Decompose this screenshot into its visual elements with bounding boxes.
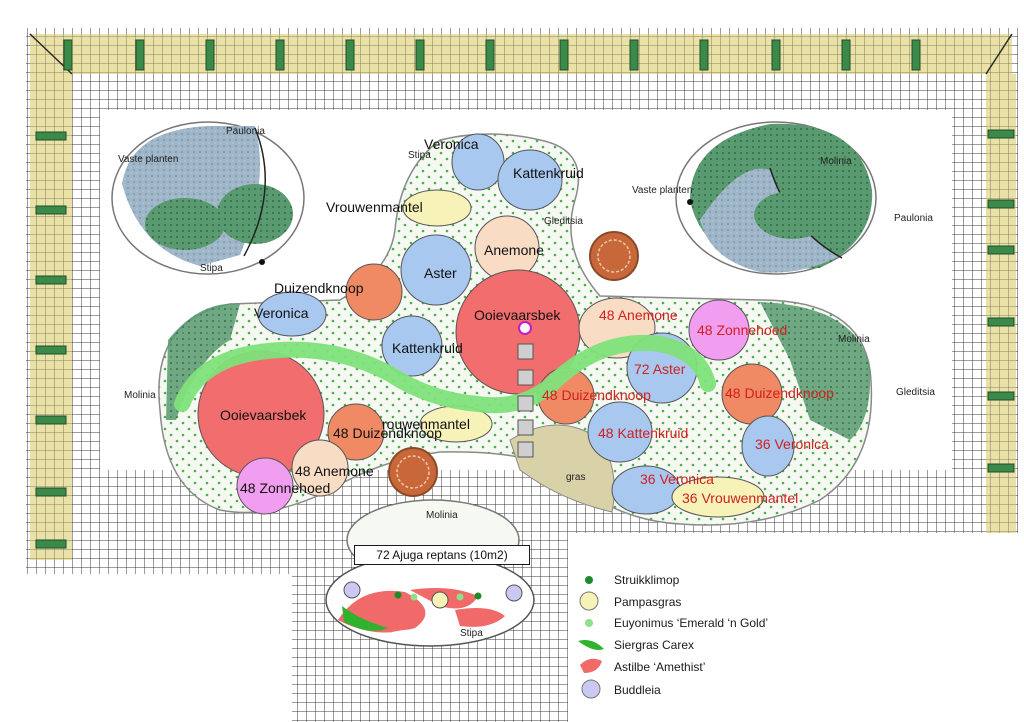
hedge-markers [35,39,1015,549]
legend-symbol-pampasgras [579,591,599,611]
plant-kattenkruid-center [381,315,443,377]
plant-zonnehoed-left [236,457,294,515]
legend-label-siergras-carex: Siergras Carex [614,638,695,652]
gras-patch [509,424,615,513]
garden-path [174,334,716,414]
plant-duizendknoop-right [721,363,783,425]
plant-veronica-bottom [611,465,681,515]
plant-vrouwenmantel-bottom [671,476,765,518]
legend-label-astilbe: Astilbe ‘Amethist’ [614,660,706,674]
border-left [30,74,72,560]
legend-symbols [578,576,604,699]
plant-pot-bottom [388,447,438,497]
plant-pot-top [589,231,639,281]
plant-veronica-top [451,133,505,191]
plant-anemone-top [474,215,540,281]
plant-veronica-left [257,291,327,337]
border-top [30,34,1012,74]
legend-symbol-siergras-carex [578,640,604,650]
stepping-stones [517,321,534,458]
legend-label-struikklimop: Struikklimop [614,573,680,587]
legend-label-buddleia: Buddleia [614,683,661,697]
plant-vrouwenmantel-top [402,189,472,227]
legend: Struikklimop Pampasgras Euyonimus ‘Emera… [568,533,1024,722]
legend-label-pampasgras: Pampasgras [614,595,682,609]
legend-symbol-struikklimop [585,576,593,584]
plant-kattenkruid-top [497,149,563,211]
lawn-oval-right [675,121,877,275]
plant-duizendknoop-left [327,403,385,461]
legend-symbol-euyonimus [585,619,593,627]
plant-duizendknoop-top [345,263,403,321]
bed-corner-right [760,302,871,440]
bottom-oval [325,499,535,647]
plant-aster-top [400,234,472,306]
legend-symbol-buddleia [581,679,601,699]
legend-label-euyonimus: Euyonimus ‘Emerald ‘n Gold’ [614,616,769,630]
border-right [986,74,1016,560]
plant-anemone-left [291,439,349,497]
lawn-oval-left [111,121,305,275]
ajuga-area-label: 72 Ajuga reptans (10m2) [354,545,530,565]
legend-symbol-astilbe [580,658,602,673]
plant-kattenkruid-right [587,401,653,463]
plant-zonnehoed-right [688,299,750,361]
plant-veronica-right [741,415,795,477]
